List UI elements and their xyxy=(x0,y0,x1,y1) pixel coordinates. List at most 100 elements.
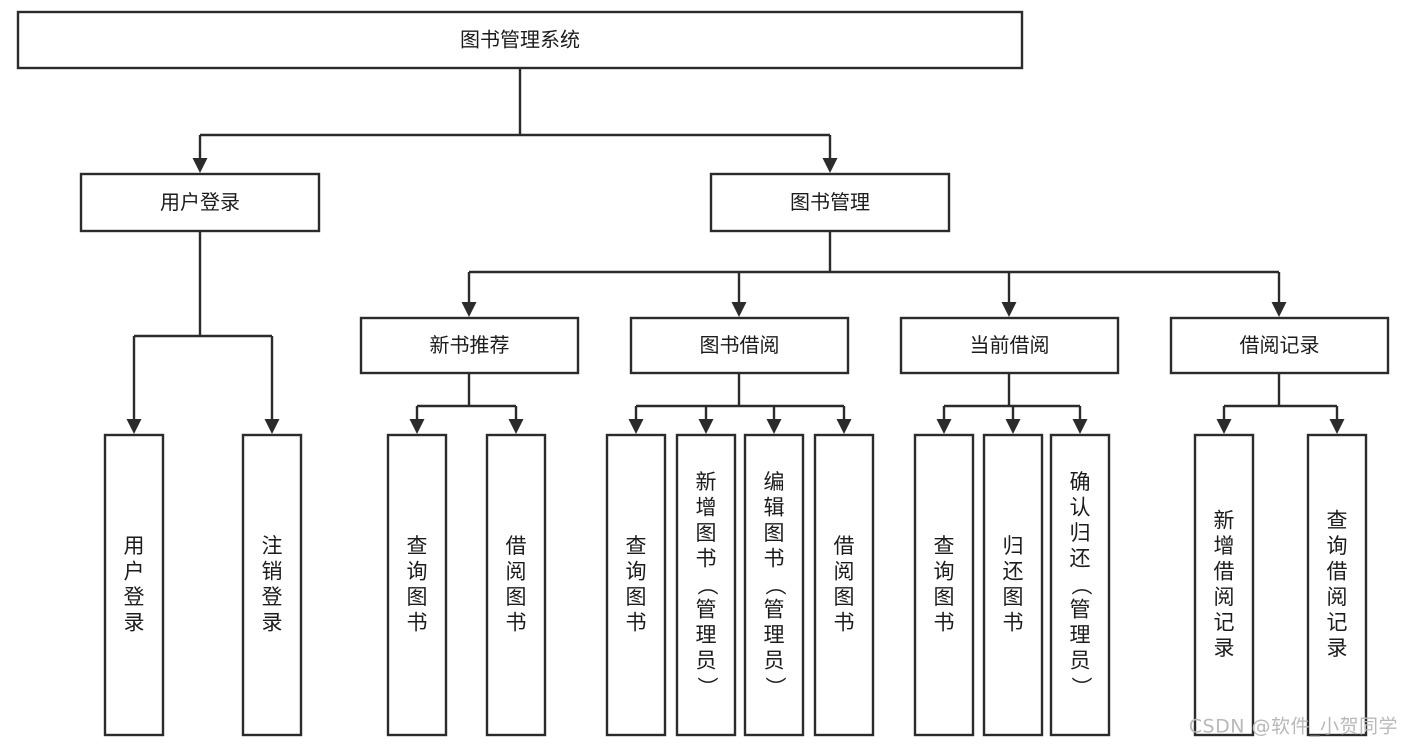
node-label-char: 查 xyxy=(407,534,428,558)
node-box[interactable] xyxy=(605,433,667,737)
node-label-char: 记 xyxy=(1214,610,1235,634)
arrow-head-icon xyxy=(461,302,477,317)
arrow-head-icon xyxy=(1271,302,1287,317)
node-label-char: 还 xyxy=(1003,559,1024,583)
node-label-char: 借 xyxy=(506,534,527,558)
node-box[interactable] xyxy=(386,433,448,737)
node-label-char: （ xyxy=(763,575,787,596)
node-label-char: 阅 xyxy=(834,559,855,583)
node-label-char: 员 xyxy=(696,649,717,673)
node-label-char: 录 xyxy=(262,610,283,634)
node-box[interactable] xyxy=(79,172,321,233)
node-label-char: （ xyxy=(1069,575,1093,596)
node-label: 用户登录 xyxy=(160,190,240,214)
arrow-head-icon xyxy=(822,158,838,173)
node-box[interactable] xyxy=(16,10,1024,70)
node-label-char: 书 xyxy=(834,610,855,634)
arrow-head-icon xyxy=(264,419,280,434)
node-box[interactable] xyxy=(485,433,547,737)
node-box[interactable] xyxy=(103,433,165,737)
node-label-char: 书 xyxy=(934,610,955,634)
node-label-char: 新 xyxy=(696,470,717,494)
node-label-char: 登 xyxy=(262,585,283,609)
arrow-head-icon xyxy=(1005,419,1021,434)
node-label: 借阅记录 xyxy=(1240,333,1320,357)
connector-layer xyxy=(126,68,1345,434)
node-label-char: 图 xyxy=(1003,585,1024,609)
node-label-char: 理 xyxy=(1070,623,1091,647)
node-current-borrow[interactable]: 当前借阅 xyxy=(899,316,1120,375)
node-box[interactable] xyxy=(629,316,850,375)
node-label-char: 录 xyxy=(124,610,145,634)
node-label-char: 书 xyxy=(1003,610,1024,634)
node-label-char: 登 xyxy=(124,585,145,609)
node-book-borrow[interactable]: 图书借阅 xyxy=(629,316,850,375)
node-label-char: 确 xyxy=(1070,470,1091,494)
node-label: 图书管理系统 xyxy=(460,28,580,52)
arrow-head-icon xyxy=(698,419,714,434)
node-label-char: 查 xyxy=(1327,508,1348,532)
node-box[interactable] xyxy=(1049,433,1111,737)
arrow-head-icon xyxy=(936,419,952,434)
arrow-head-icon xyxy=(731,302,747,317)
arrow-head-icon xyxy=(508,419,524,434)
node-label-char: 增 xyxy=(1214,534,1235,558)
node-label-char: 录 xyxy=(1327,636,1348,660)
node-root[interactable]: 图书管理系统 xyxy=(16,10,1024,70)
node-box[interactable] xyxy=(913,433,975,737)
node-box[interactable] xyxy=(709,172,951,233)
node-label-char: 询 xyxy=(934,559,955,583)
connector-userlogin-to-leaves xyxy=(126,231,280,434)
node-borrow-record[interactable]: 借阅记录 xyxy=(1169,316,1390,375)
connector-newbookrec-to-leaves xyxy=(409,373,524,434)
node-label-char: 图 xyxy=(696,521,717,545)
node-box[interactable] xyxy=(1169,316,1390,375)
arrow-head-icon xyxy=(126,419,142,434)
node-label-char: 阅 xyxy=(1214,585,1235,609)
node-user-login[interactable]: 用户登录 xyxy=(79,172,321,233)
node-leaf-user-login[interactable]: 用户登录 xyxy=(103,433,165,737)
node-new-book-rec[interactable]: 新书推荐 xyxy=(359,316,580,375)
arrow-head-icon xyxy=(836,419,852,434)
node-label: 新书推荐 xyxy=(430,333,510,357)
node-label-char: 户 xyxy=(124,559,145,583)
node-label-char: 销 xyxy=(262,559,283,583)
node-box[interactable] xyxy=(1306,433,1368,737)
node-layer: 图书管理系统用户登录图书管理新书推荐图书借阅当前借阅借阅记录用户登录注销登录查询… xyxy=(16,10,1390,737)
node-box[interactable] xyxy=(743,433,805,737)
node-label-char: 管 xyxy=(696,598,717,622)
node-label-char: 员 xyxy=(764,649,785,673)
node-label-char: 图 xyxy=(834,585,855,609)
node-box[interactable] xyxy=(899,316,1120,375)
node-book-manage[interactable]: 图书管理 xyxy=(709,172,951,233)
node-box[interactable] xyxy=(813,433,875,737)
node-box[interactable] xyxy=(982,433,1044,737)
node-label-char: 管 xyxy=(1070,598,1091,622)
node-label-char: 注 xyxy=(262,534,283,558)
node-label-char: （ xyxy=(695,575,719,596)
node-label-char: 图 xyxy=(506,585,527,609)
node-box[interactable] xyxy=(1193,433,1255,737)
connector-bookborrow-to-leaves xyxy=(628,373,852,434)
node-box[interactable] xyxy=(359,316,580,375)
node-label-char: 阅 xyxy=(506,559,527,583)
node-label-char: 管 xyxy=(764,598,785,622)
node-box[interactable] xyxy=(675,433,737,737)
node-label-char: 借 xyxy=(1214,559,1235,583)
node-label-char: 图 xyxy=(407,585,428,609)
node-box[interactable] xyxy=(241,433,303,737)
